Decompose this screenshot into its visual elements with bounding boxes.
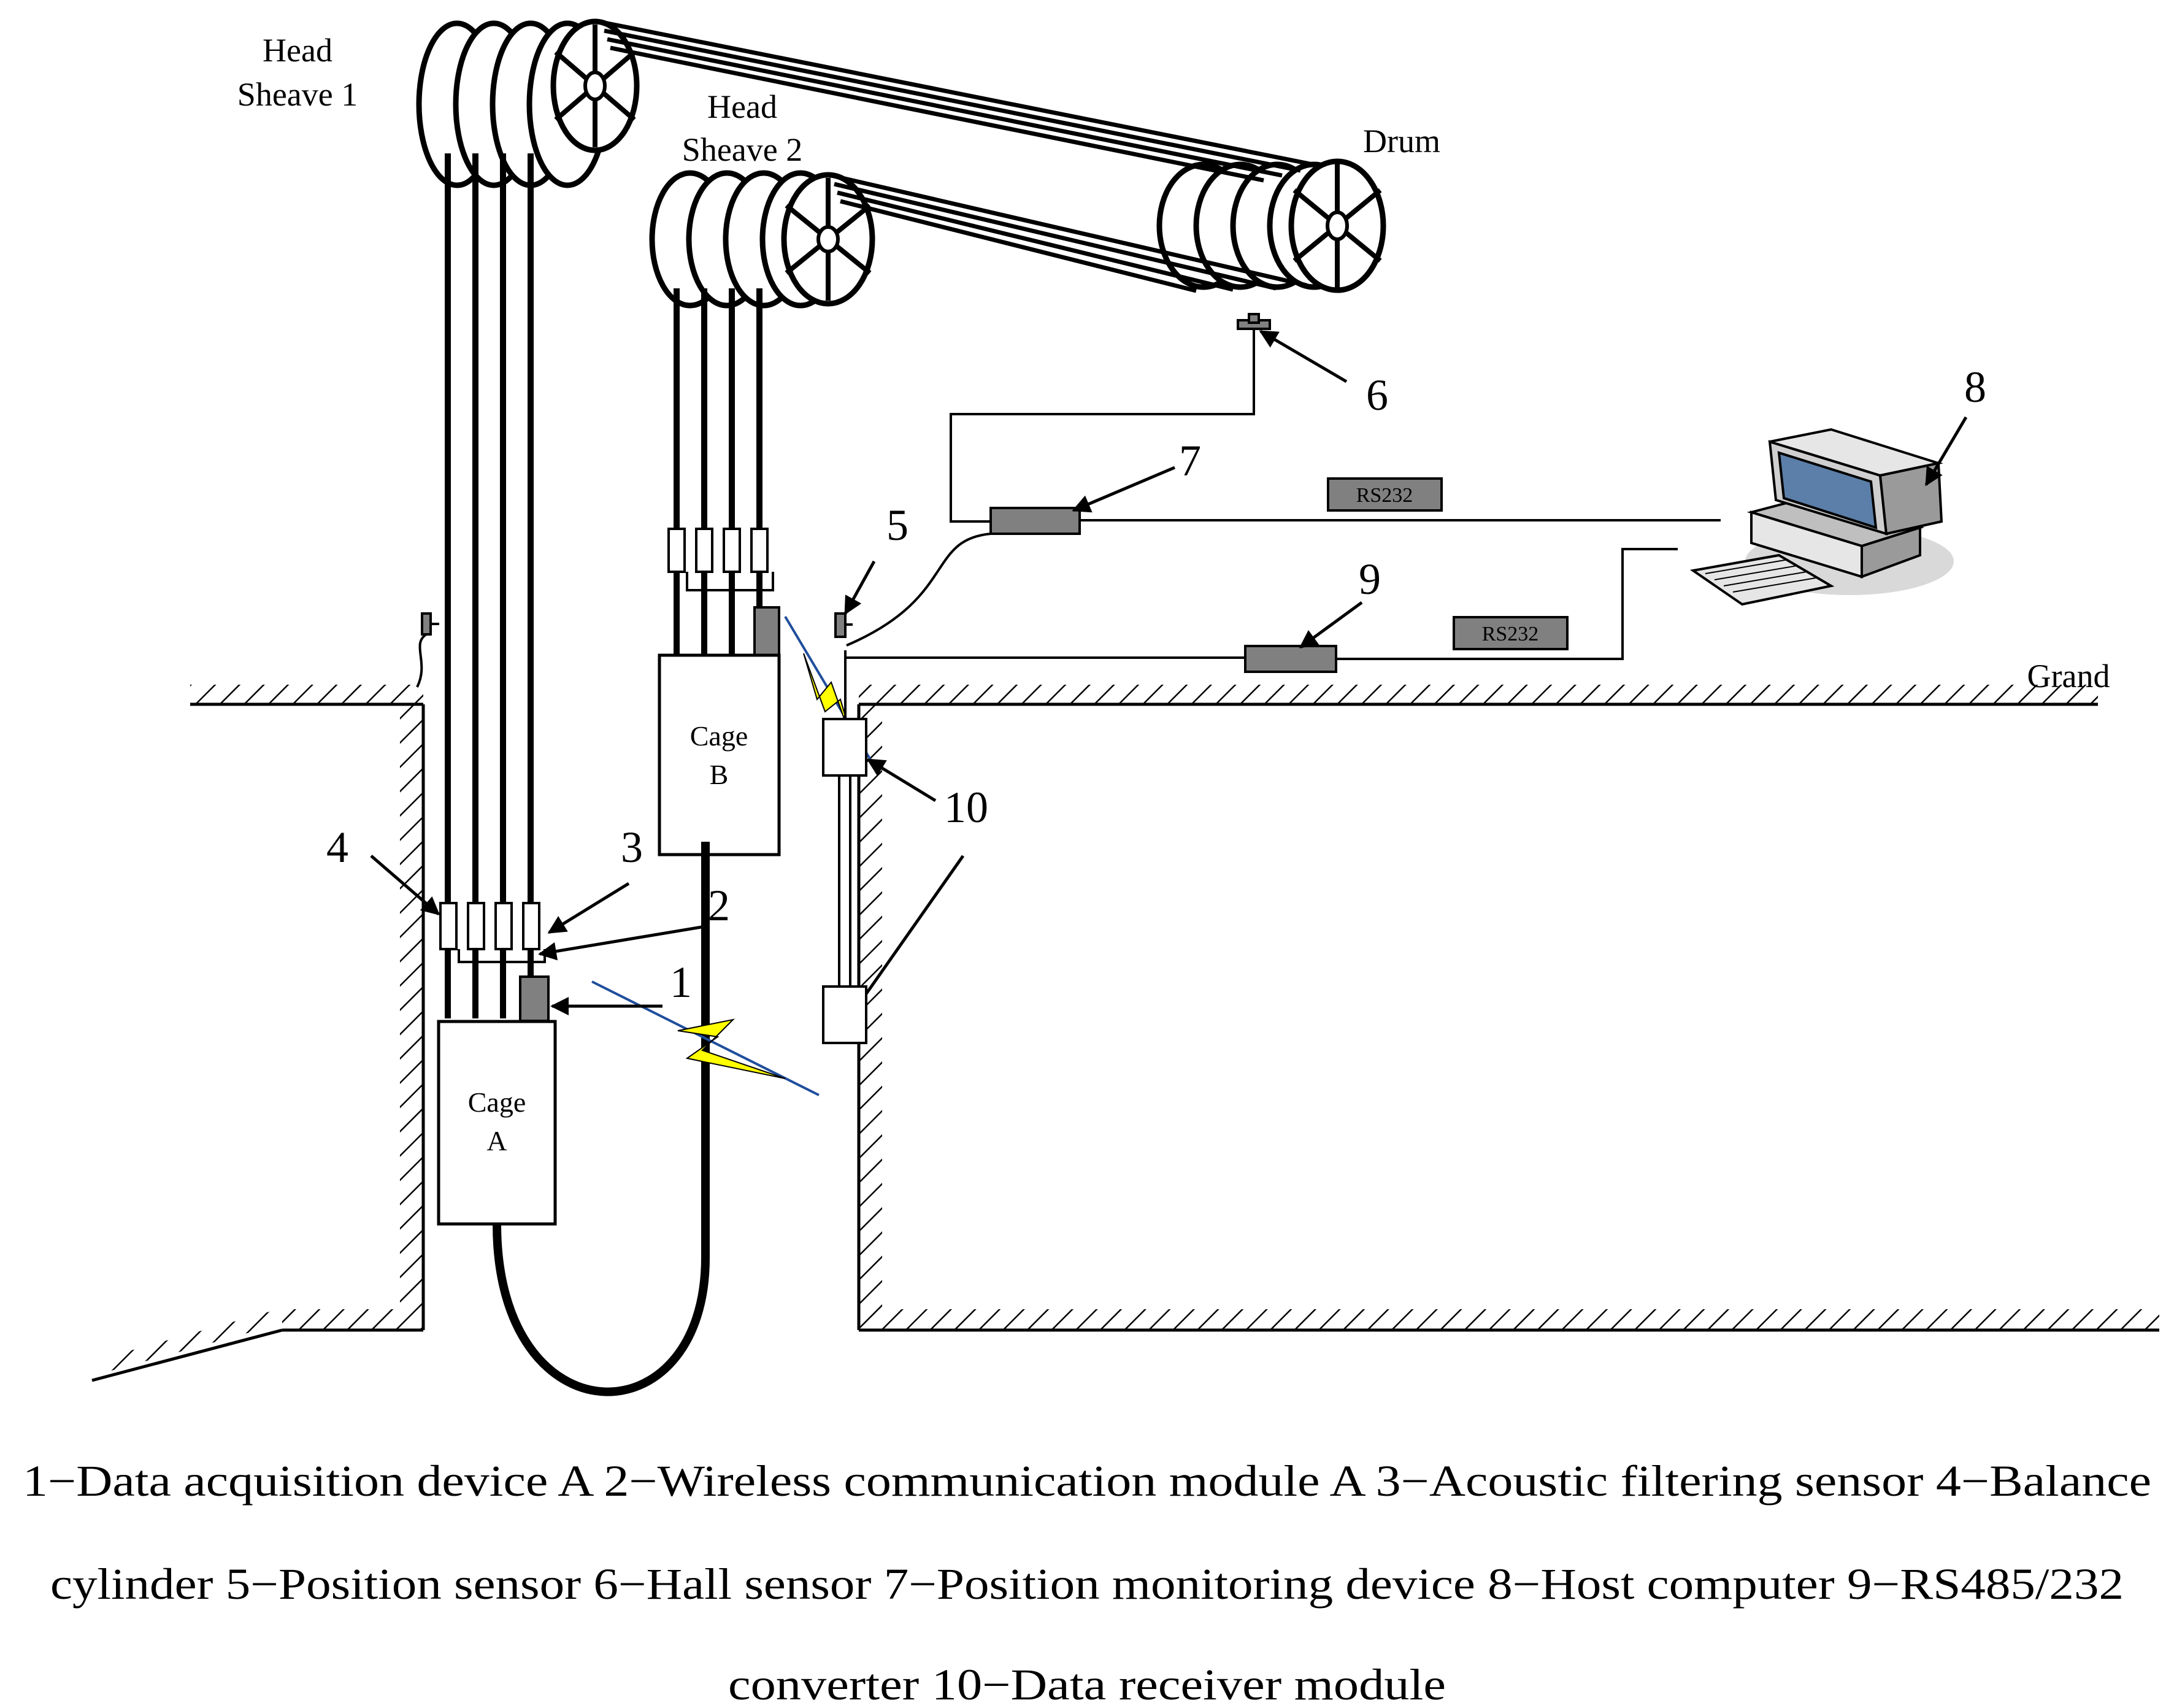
head-sheave-1-label-2: Sheave 1 (237, 76, 358, 113)
caption-line-1: 1−Data acquisition device A 2−Wireless c… (23, 1456, 2151, 1506)
host-computer-icon (1689, 428, 1954, 606)
svg-text:10: 10 (944, 783, 988, 832)
svg-text:3: 3 (621, 823, 643, 872)
svg-text:7: 7 (1179, 436, 1201, 485)
head-sheave-2 (649, 170, 875, 309)
svg-text:4: 4 (326, 823, 348, 872)
position-monitoring-device (846, 507, 1721, 647)
hall-sensor (950, 313, 1271, 523)
head-sheave-2-label-1: Head (707, 88, 777, 125)
data-acquisition-device-b (753, 606, 780, 658)
balance-cylinders-cage-b (667, 528, 774, 591)
cage-a: Cage A (437, 1020, 557, 1226)
caption-line-2: cylinder 5−Position sensor 6−Hall sensor… (50, 1560, 2124, 1609)
position-sensor (834, 612, 853, 719)
svg-text:9: 9 (1359, 555, 1381, 604)
svg-text:2: 2 (708, 881, 730, 930)
hoist-ropes-to-drum (601, 20, 1319, 293)
callout-numbers: 1 2 3 4 5 6 7 8 9 10 (326, 363, 1986, 1007)
wireless-signal-a (591, 980, 820, 1096)
tail-rope (493, 842, 710, 1396)
caption-line-3: converter 10−Data receiver module (728, 1660, 1446, 1708)
svg-text:RS232: RS232 (1482, 623, 1539, 645)
rs485-232-converter (845, 548, 1678, 673)
drum-label: Drum (1363, 123, 1440, 160)
svg-text:8: 8 (1964, 363, 1986, 412)
grand-label: Grand (2027, 658, 2110, 694)
svg-text:5: 5 (886, 501, 908, 550)
svg-text:1: 1 (670, 958, 692, 1007)
data-acquisition-device-a (519, 975, 550, 1022)
hanging-sensor-left (416, 612, 439, 688)
head-sheave-1 (416, 18, 640, 188)
cage-a-label-2: A (486, 1125, 507, 1156)
svg-text:RS232: RS232 (1356, 484, 1413, 507)
rs232-tag-bottom: RS232 (1453, 616, 1569, 650)
cage-b: Cage B (658, 653, 781, 856)
head-sheave-2-label-2: Sheave 2 (682, 131, 802, 168)
head-sheave-1-label-1: Head (263, 32, 332, 69)
cage-a-label-1: Cage (468, 1087, 526, 1118)
ground-and-shaft (91, 685, 2159, 1382)
ropes-cage-b (674, 288, 762, 655)
rs232-tag-top: RS232 (1327, 477, 1443, 512)
cage-b-label-2: B (710, 759, 729, 790)
ropes-cage-a (445, 153, 534, 1018)
balance-cylinders-cage-a (439, 902, 546, 963)
callouts (370, 329, 1968, 1015)
cage-b-label-1: Cage (690, 720, 748, 752)
drum (1156, 158, 1386, 293)
svg-text:6: 6 (1366, 371, 1388, 420)
data-receiver-module (822, 718, 867, 1044)
figure-caption: 1−Data acquisition device A 2−Wireless c… (23, 1456, 2151, 1708)
